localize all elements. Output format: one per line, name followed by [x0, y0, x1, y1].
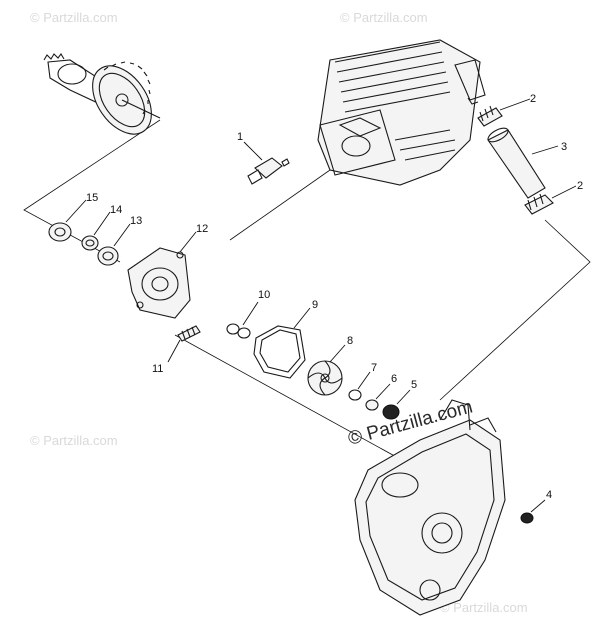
fitting-lower	[524, 185, 577, 215]
temp-sensor	[243, 141, 290, 185]
plug-4	[520, 499, 546, 524]
callout-3: 3	[561, 141, 567, 153]
fitting-upper	[477, 98, 531, 127]
o-rings-10	[226, 301, 259, 339]
cylinder-head	[317, 39, 486, 186]
watermark-bottom-right: © Partzilla.com	[440, 600, 528, 615]
nut-6	[365, 383, 391, 411]
impeller-8	[307, 344, 346, 396]
water-pump-gear-shaft	[43, 53, 161, 135]
callout-2-upper: 2	[530, 93, 536, 105]
watermark-top-left: © Partzilla.com	[30, 10, 118, 25]
callout-12: 12	[196, 223, 208, 235]
washer-7	[348, 371, 371, 401]
stud-11	[167, 325, 201, 363]
coolant-hose	[487, 127, 559, 199]
watermark-bottom-left: © Partzilla.com	[30, 433, 118, 448]
callout-15: 15	[86, 192, 98, 204]
callout-10: 10	[258, 289, 270, 301]
bearing-13	[97, 223, 131, 266]
callout-14: 14	[110, 204, 122, 216]
callout-1: 1	[237, 131, 243, 143]
callout-labels: 1 2 3 2 4 5 6 7 8 9 10 11 12 13 14 15	[86, 93, 583, 501]
callout-11: 11	[152, 363, 163, 375]
callout-4: 4	[546, 489, 552, 501]
guide-lines	[23, 119, 591, 471]
callout-5: 5	[411, 379, 417, 391]
gasket-9	[253, 307, 311, 379]
callout-13: 13	[130, 215, 142, 227]
callout-6: 6	[391, 373, 397, 385]
callout-9: 9	[312, 299, 318, 311]
callout-7: 7	[371, 362, 377, 374]
callout-8: 8	[347, 335, 353, 347]
watermark-top-right: © Partzilla.com	[340, 10, 428, 25]
crankcase-cover	[354, 399, 506, 616]
seal-14	[81, 211, 111, 251]
callout-2-lower: 2	[577, 180, 583, 192]
cap-5	[382, 389, 411, 420]
pump-housing	[127, 231, 197, 319]
bearing-15	[48, 199, 87, 242]
